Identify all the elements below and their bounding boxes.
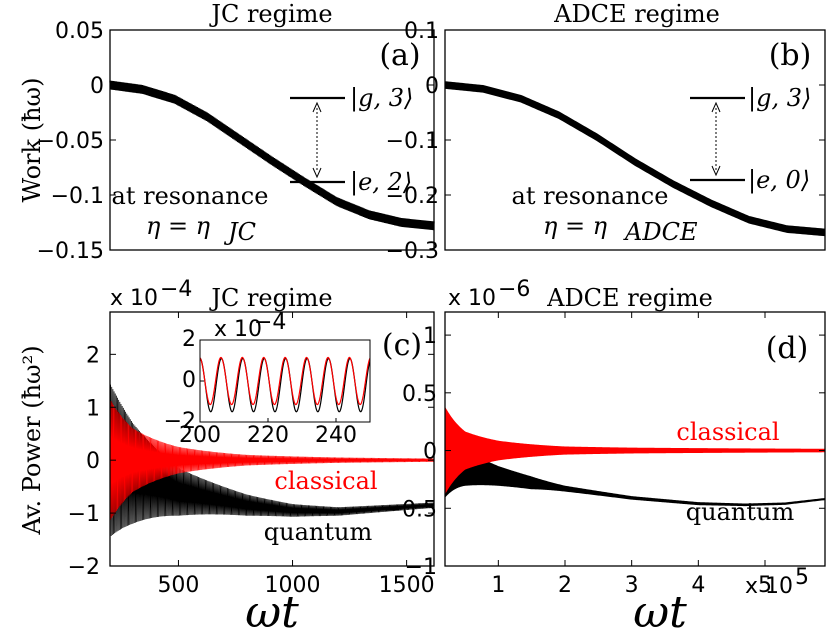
level-label: |e, 2⟩ [350,168,412,197]
arrow-head [711,165,721,177]
x-multiplier-exponent: 5 [795,565,809,590]
panel-label: (a) [379,38,420,73]
panel-label: (c) [382,328,422,363]
inset-multiplier: x 10 [214,317,262,342]
inset-y-tick-label: −2 [164,409,196,434]
x-tick-label: 1000 [265,573,321,598]
annotation: η = η [146,212,211,240]
annotation-subscript: JC [223,218,256,246]
inset-x-tick-label: 200 [179,423,221,448]
y-tick-label: −0.5 [384,497,437,522]
annotation: η = η [543,212,608,240]
axes-frame [444,311,826,567]
inset-y-tick-label: 2 [182,327,196,352]
y-tick-label: −0.15 [37,239,104,264]
inset-x-tick-label: 240 [315,423,357,448]
y-tick-label: −2 [68,555,100,580]
series-label-quantum: quantum [264,518,373,546]
inset-y-tick-label: 0 [182,368,196,393]
x-tick-label: 1500 [379,573,435,598]
x-axis-label: ωt [633,587,687,637]
series-line [109,80,435,231]
x-tick-label: 1 [491,573,505,598]
y-tick-label: 0 [425,74,439,99]
series-label-quantum: quantum [686,498,795,526]
level-label: |e, 0⟩ [748,166,810,195]
series-band-quantum [445,415,825,507]
y-multiplier: x 10 [110,286,158,311]
chart-title: ADCE regime [553,0,720,28]
x-multiplier: x 10 [745,574,793,599]
y-multiplier: x 10 [448,286,496,311]
y-tick-label: −0.1 [386,129,439,154]
y-tick-label: −0.05 [37,129,104,154]
inset-x-tick-label: 220 [247,423,289,448]
chart-title: ADCE regime [546,284,713,312]
y-tick-label: 2 [86,343,100,368]
y-axis-label: Av. Power (ħω²) [18,345,46,535]
axes-frame [109,311,435,567]
y-tick-label: −0.2 [386,184,439,209]
y-tick-label: 0.1 [404,19,439,44]
arrow-head [711,101,721,113]
chart-title: JC regime [208,0,332,28]
inset-background [200,340,370,422]
y-multiplier-exponent: −6 [498,277,530,302]
inset-multiplier-exponent: −4 [254,310,286,335]
x-tick-label: 500 [157,573,199,598]
x-tick-label: 3 [625,573,639,598]
plot-area [445,406,825,507]
y-tick-label: 0.5 [402,382,437,407]
plot-area [110,384,434,537]
x-axis-label: ωt [245,587,299,637]
panel-b: 0.1 0 −0.1 −0.2 −0.3 ADCE regime (b) at resonan… [386,0,826,264]
y-tick-label: 1 [423,324,437,349]
panel-label: (b) [769,38,812,73]
y-tick-label: 0 [90,74,104,99]
y-tick-label: 1 [86,396,100,421]
x-tick-label: 5 [758,573,772,598]
series-label-classical: classical [676,418,779,446]
y-tick-label: −0.1 [51,184,104,209]
level-label: |g, 3⟩ [748,84,811,113]
y-tick-label: 0 [423,440,437,465]
annotation-subscript: ADCE [623,218,698,246]
series-band-classical [445,406,825,495]
x-tick-label: 2 [558,573,572,598]
chart-title: JC regime [208,284,332,312]
annotation: at resonance [512,182,669,210]
arrow-head [312,167,322,179]
series-label-classical: classical [274,467,377,495]
y-tick-label: −1 [405,555,437,580]
inset-classical-line [199,356,371,406]
y-axis-label: Work (ħω) [18,78,46,203]
y-tick-label: 0.05 [55,19,104,44]
x-tick-label: 4 [691,573,705,598]
y-tick-label: −0.3 [386,239,439,264]
panel-label: (d) [766,331,809,366]
y-tick-label: −1 [68,502,100,527]
y-multiplier-exponent: −4 [160,277,192,302]
arrow-head [312,101,322,113]
y-tick-label: 0 [86,449,100,474]
annotation: at resonance [112,182,269,210]
level-label: |g, 3⟩ [350,84,413,113]
series-line-classical [110,399,434,521]
